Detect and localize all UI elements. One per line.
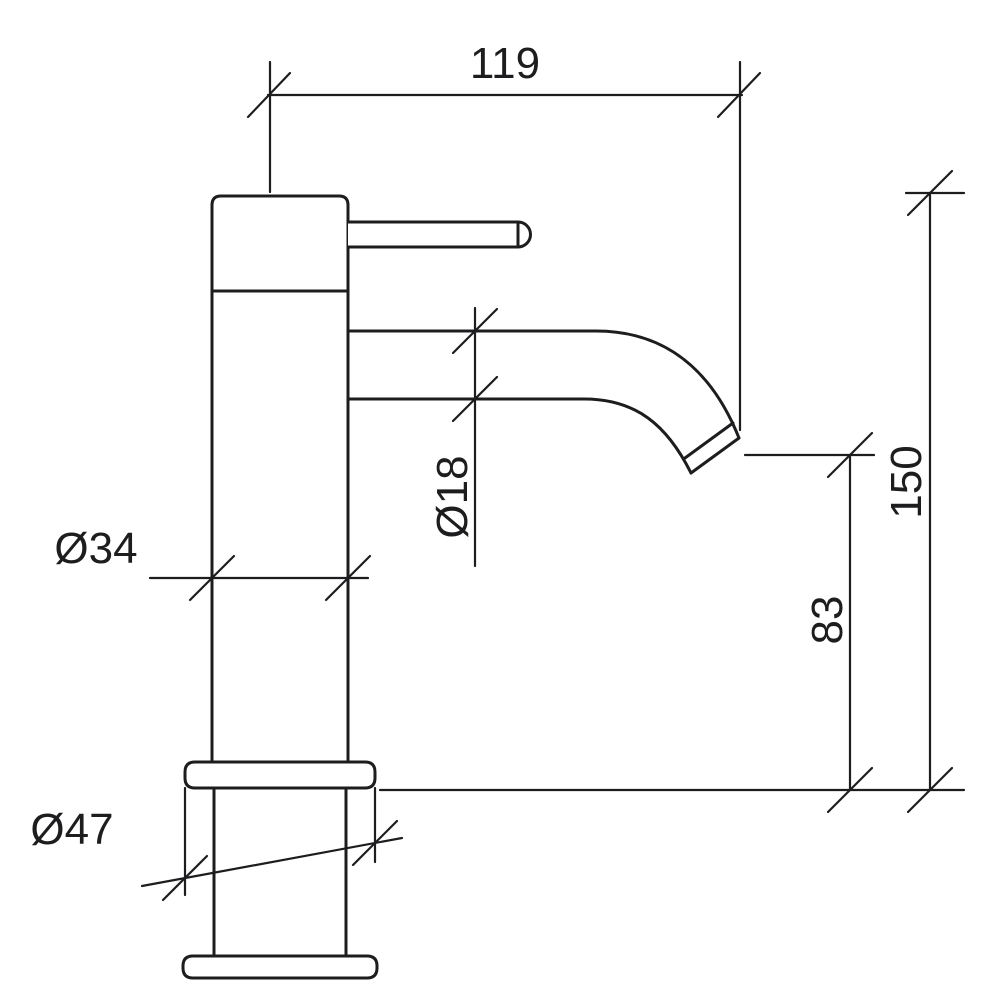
dim-label-spout-diameter: Ø18 (428, 455, 477, 538)
base-foot (181, 954, 379, 980)
handle-lever (348, 220, 532, 249)
dimension-spout-reach: 119 (246, 39, 762, 432)
tick-mark (451, 307, 499, 355)
faucet-cap (210, 194, 350, 293)
dimension-overall-height: 150 (378, 169, 966, 814)
dimension-base-diameter: Ø47 (30, 805, 404, 902)
tick-mark (826, 431, 874, 479)
tick-mark (716, 71, 762, 119)
dimension-spout-diameter: Ø18 (428, 306, 499, 568)
tick-mark (324, 554, 372, 602)
dimension-body-diameter: Ø34 (54, 524, 372, 602)
tick-mark (451, 375, 499, 423)
dim-label-spout-reach: 119 (470, 39, 540, 88)
dimension-line (140, 836, 404, 888)
tick-mark (906, 169, 954, 217)
spout-top-edge (346, 329, 741, 440)
dim-label-spout-height: 83 (803, 596, 852, 645)
tick-mark (906, 766, 954, 814)
tick-mark (351, 819, 399, 867)
spout-bottom-edge (346, 397, 693, 475)
dim-label-body-diameter: Ø34 (54, 524, 137, 573)
tick-mark (161, 854, 209, 902)
faucet-outline (181, 194, 741, 980)
spout-aerator-line (683, 421, 735, 460)
tick-mark (246, 71, 292, 119)
dimension-spout-height: 83 (743, 431, 876, 814)
base-plate (183, 760, 377, 790)
spout-outlet-edge (689, 436, 741, 475)
dim-label-base-diameter: Ø47 (30, 805, 113, 854)
tick-mark (188, 554, 236, 602)
tick-mark (826, 766, 874, 814)
dim-label-overall-height: 150 (882, 445, 931, 518)
